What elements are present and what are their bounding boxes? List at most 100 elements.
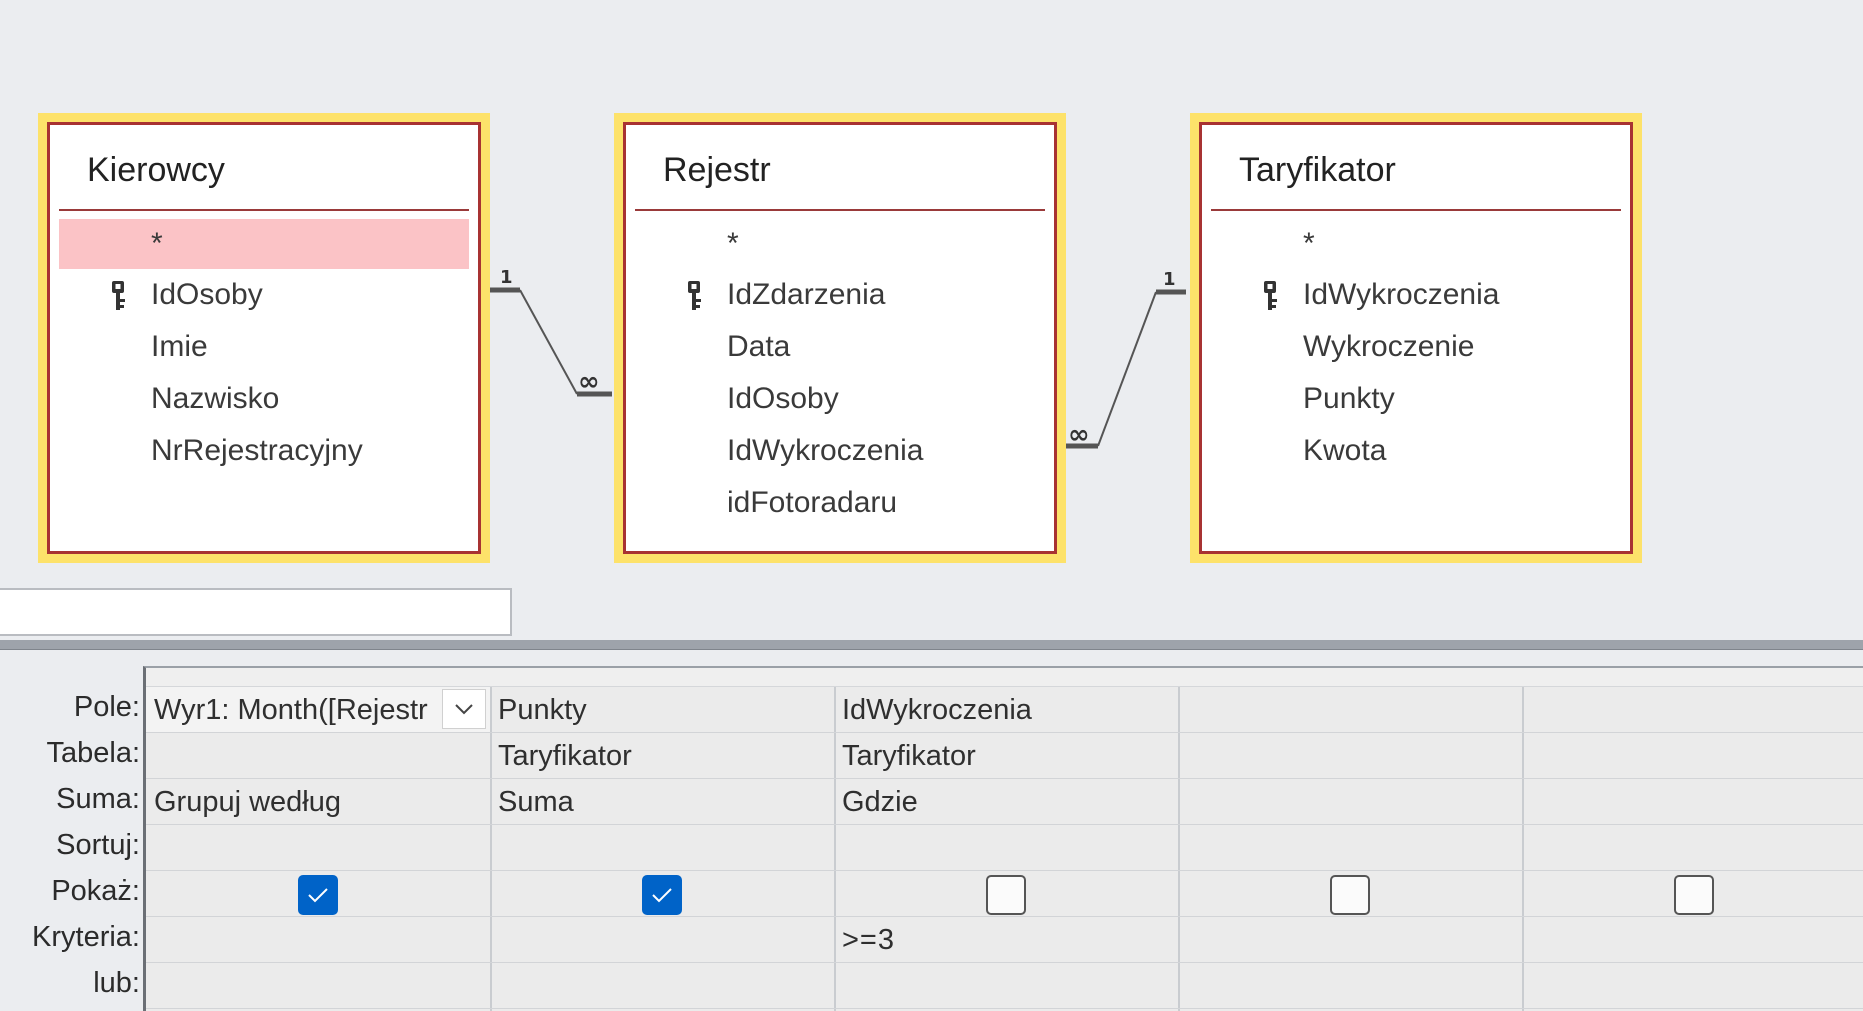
cell-tabela[interactable] [146,733,490,779]
cell-tabela[interactable]: Taryfikator [834,733,1178,779]
column-selector[interactable] [490,668,834,687]
relation-kierowcy-rejestr[interactable]: 1 ∞ [490,267,612,397]
cell-sortuj[interactable] [1522,825,1863,871]
cell-pole[interactable] [1522,687,1863,733]
cell-kryteria[interactable] [146,917,490,963]
cell-lub[interactable] [834,963,1178,1009]
field-idfotoradaru[interactable]: idFotoradaru [635,477,1045,529]
show-checkbox[interactable] [1674,875,1714,915]
column-selector[interactable] [1522,668,1863,687]
field-wykroczenie[interactable]: Wykroczenie [1211,321,1621,373]
table-kierowcy-field-list[interactable]: * IdOsoby Imie Nazwisko [59,219,469,477]
field-label: IdOsoby [727,382,839,415]
field-punkty[interactable]: Punkty [1211,373,1621,425]
horizontal-scrollbar-area[interactable] [0,588,512,636]
column-selector[interactable] [1178,668,1522,687]
row-label-pole: Pole: [73,691,140,723]
query-design-area[interactable]: Kierowcy * IdOsoby Imie [0,0,1863,584]
cell-pokaz[interactable] [1522,871,1863,917]
field-label: IdWykroczenia [1303,278,1500,311]
cell-tabela[interactable] [1522,733,1863,779]
grid-row-labels: Pole: Tabela: Suma: Sortuj: Pokaż: Kryte… [0,684,140,1006]
grid-column-5[interactable] [1522,668,1863,1011]
field-idosoby[interactable]: IdOsoby [635,373,1045,425]
check-icon [308,888,328,903]
cell-pole[interactable]: IdWykroczenia [834,687,1178,733]
field-idwykroczenia[interactable]: IdWykroczenia [635,425,1045,477]
cell-lub[interactable] [146,963,490,1009]
grid-column-3[interactable]: IdWykroczenia Taryfikator Gdzie >=3 [834,668,1180,1011]
field-label: IdZdarzenia [727,278,886,311]
cell-pole[interactable] [1178,687,1522,733]
field-label: * [151,227,163,260]
field-data[interactable]: Data [635,321,1045,373]
cell-lub[interactable] [1522,963,1863,1009]
field-idwykroczenia[interactable]: IdWykroczenia [1211,269,1621,321]
field-dropdown-button[interactable] [442,689,486,729]
cell-kryteria[interactable] [1178,917,1522,963]
show-checkbox[interactable] [642,875,682,915]
field-label: IdOsoby [151,278,263,311]
grid-column-1[interactable]: Wyr1: Month([Rejestr Grupuj według [146,668,492,1011]
cell-pokaz[interactable] [146,871,490,917]
field-all-columns[interactable]: * [1211,219,1621,269]
field-idosoby[interactable]: IdOsoby [59,269,469,321]
field-label: Nazwisko [151,382,280,415]
title-divider [635,209,1045,211]
row-label-lub: lub: [93,967,140,999]
field-nrrejestracyjny[interactable]: NrRejestracyjny [59,425,469,477]
field-kwota[interactable]: Kwota [1211,425,1621,477]
cell-tabela[interactable]: Taryfikator [490,733,834,779]
relation-one-label: 1 [500,267,513,288]
field-imie[interactable]: Imie [59,321,469,373]
cell-tabela[interactable] [1178,733,1522,779]
cell-lub[interactable] [490,963,834,1009]
cell-suma[interactable]: Grupuj według [146,779,490,825]
relation-taryfikator-rejestr[interactable]: 1 ∞ [1066,269,1186,450]
column-selector[interactable] [834,668,1178,687]
cell-suma[interactable] [1522,779,1863,825]
cell-sortuj[interactable] [1178,825,1522,871]
cell-kryteria[interactable] [1522,917,1863,963]
cell-lub[interactable] [1178,963,1522,1009]
cell-sortuj[interactable] [146,825,490,871]
table-rejestr[interactable]: Rejestr * IdZdarzenia Da [614,113,1066,563]
table-taryfikator-field-list[interactable]: * IdWykroczenia Wykroczenie P [1211,219,1621,477]
pane-splitter[interactable] [0,640,1863,650]
row-label-sortuj: Sortuj: [56,829,140,861]
column-selector[interactable] [146,668,490,687]
field-nazwisko[interactable]: Nazwisko [59,373,469,425]
cell-sortuj[interactable] [834,825,1178,871]
query-grid[interactable]: Wyr1: Month([Rejestr Grupuj według [143,666,1863,1011]
show-checkbox[interactable] [1330,875,1370,915]
show-checkbox[interactable] [986,875,1026,915]
relation-many-label: ∞ [1068,420,1090,450]
cell-pole[interactable]: Wyr1: Month([Rejestr [146,687,490,733]
table-kierowcy-title[interactable]: Kierowcy [87,151,225,189]
cell-suma[interactable] [1178,779,1522,825]
cell-pokaz[interactable] [490,871,834,917]
cell-suma[interactable]: Gdzie [834,779,1178,825]
cell-pole[interactable]: Punkty [490,687,834,733]
table-taryfikator-title[interactable]: Taryfikator [1239,151,1396,189]
field-label: Wykroczenie [1303,330,1475,363]
cell-pokaz[interactable] [1178,871,1522,917]
cell-suma[interactable]: Suma [490,779,834,825]
row-label-pokaz: Pokaż: [51,875,140,907]
title-divider [1211,209,1621,211]
grid-column-4[interactable] [1178,668,1524,1011]
field-all-columns[interactable]: * [635,219,1045,269]
cell-sortuj[interactable] [490,825,834,871]
cell-pokaz[interactable] [834,871,1178,917]
field-label: idFotoradaru [727,486,898,519]
table-taryfikator[interactable]: Taryfikator * IdWykroczenia [1190,113,1642,563]
field-idzdarzenia[interactable]: IdZdarzenia [635,269,1045,321]
cell-kryteria[interactable] [490,917,834,963]
table-rejestr-title[interactable]: Rejestr [663,151,771,189]
table-kierowcy[interactable]: Kierowcy * IdOsoby Imie [38,113,490,563]
cell-kryteria[interactable]: >=3 [834,917,1178,963]
table-rejestr-field-list[interactable]: * IdZdarzenia Data IdOsoby [635,219,1045,529]
show-checkbox[interactable] [298,875,338,915]
grid-column-2[interactable]: Punkty Taryfikator Suma [490,668,836,1011]
field-all-columns[interactable]: * [59,219,469,269]
